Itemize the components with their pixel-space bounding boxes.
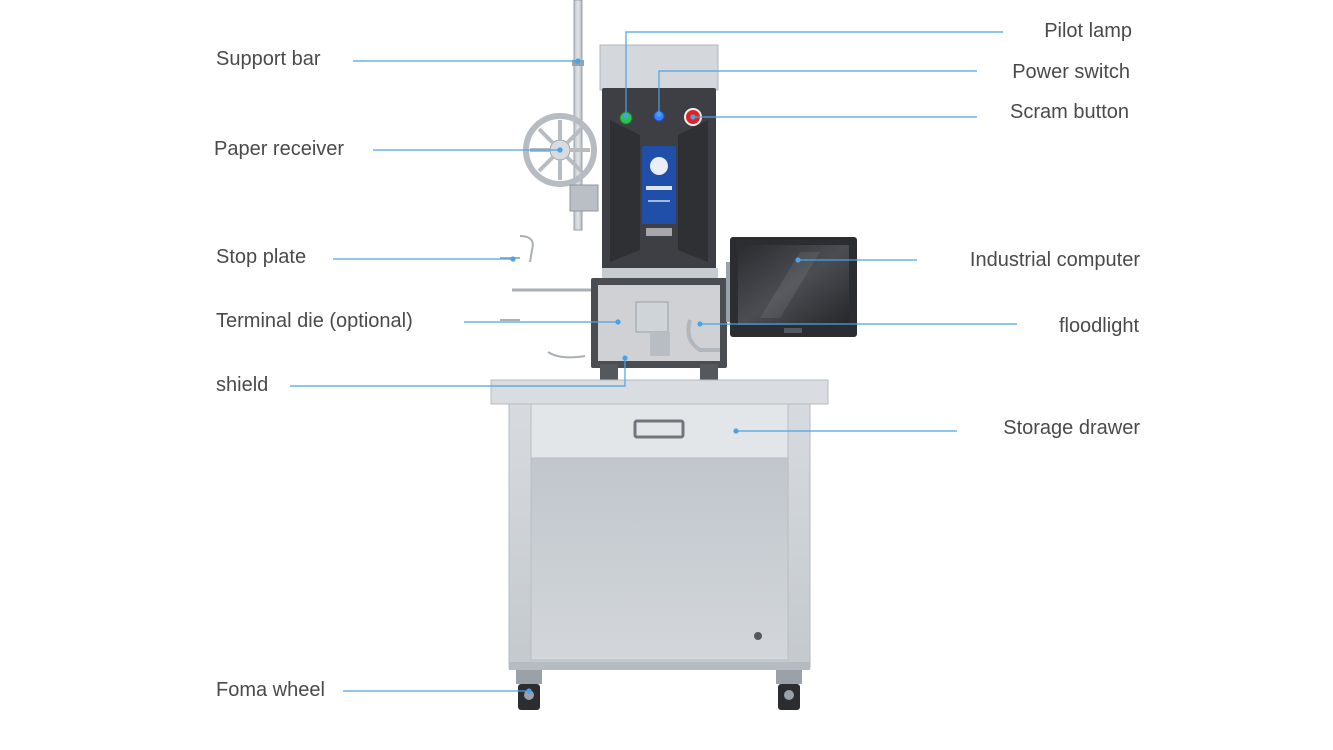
industrial-computer-shape [726,237,857,337]
label-industrial-computer: Industrial computer [969,249,1140,271]
label-terminal-die: Terminal die (optional) [216,310,413,332]
foma-wheel-shape [516,670,802,710]
label-floodlight: floodlight [1058,315,1139,337]
cabinet-shape [490,379,829,670]
machine-head [599,44,719,278]
label-stop-plate: Stop plate [216,246,307,268]
label-power-switch: Power switch [1012,61,1130,83]
label-scram-button: Scram button [1010,101,1129,123]
label-pilot-lamp: Pilot lamp [1044,20,1132,42]
label-storage-drawer: Storage drawer [1003,417,1140,439]
label-paper-receiver: Paper receiver [214,138,345,160]
shield-shape [591,278,727,380]
leader-dots [510,58,801,694]
label-foma-wheel: Foma wheel [216,679,325,701]
leader-lines [290,31,1017,692]
label-support-bar: Support bar [216,48,321,70]
label-shield: shield [216,374,269,396]
paper-receiver-wheel [523,113,599,212]
stop-plate-shape [500,235,595,359]
